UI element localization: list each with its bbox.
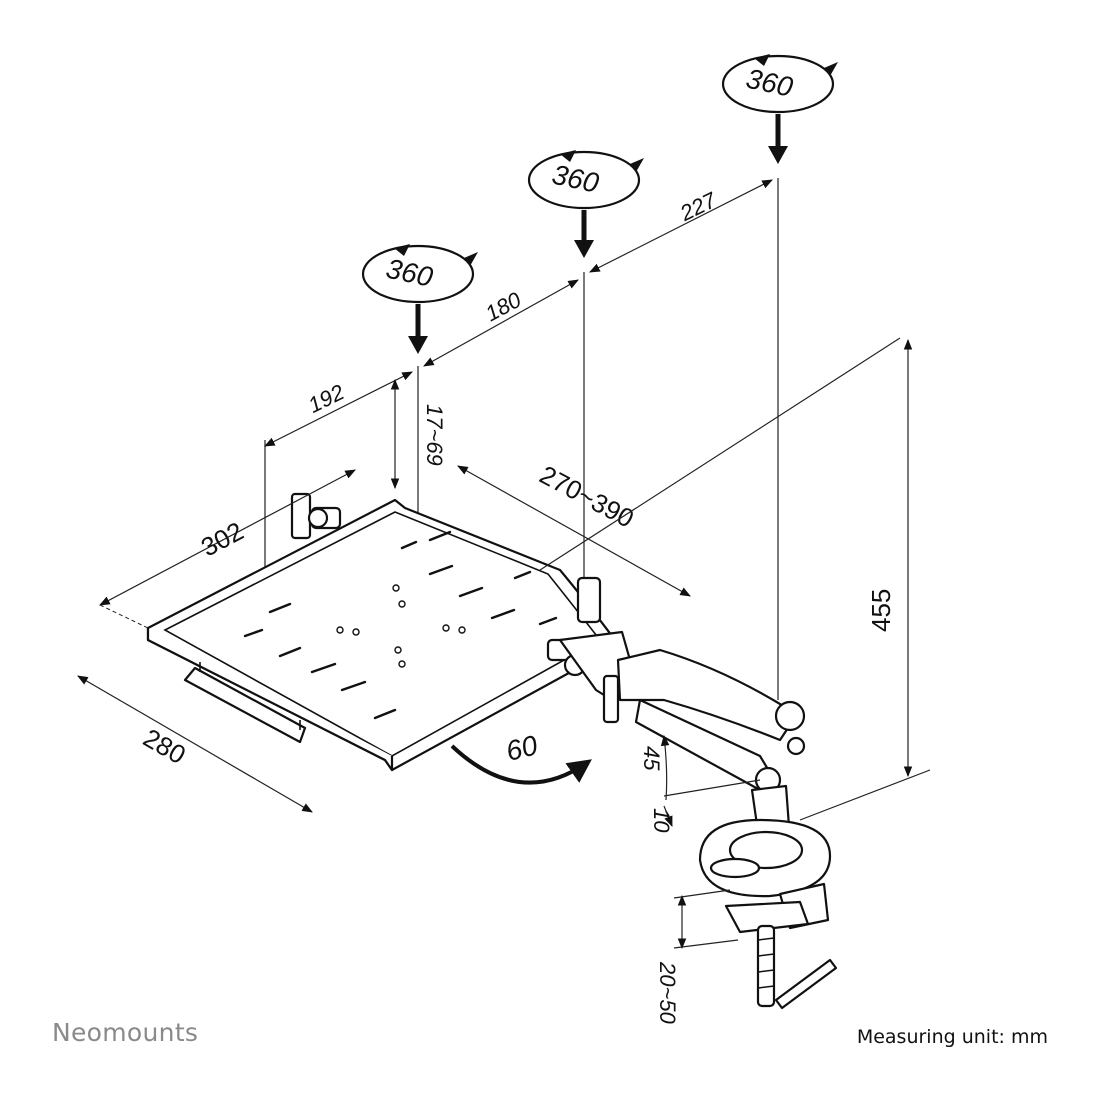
down-arrow-icon: [768, 114, 788, 164]
arm-dimension-line: [264, 179, 773, 447]
tray-width-label: 280: [138, 722, 191, 770]
rotation-label-2: 360: [549, 159, 602, 199]
brand-logo: Neomounts: [52, 1018, 199, 1047]
height-adjust-label: 17~69: [422, 404, 447, 466]
rotation-symbol-2: 360: [527, 150, 644, 258]
tray-width-range-dimension: [457, 465, 691, 597]
tray-width-dimension: [77, 675, 313, 813]
rotation-symbol-1: 360: [361, 244, 478, 354]
rotation-symbol-3: 360: [721, 54, 838, 164]
tilt-down-label: 10: [649, 808, 674, 833]
down-arrow-icon: [408, 304, 428, 354]
rotation-label-1: 360: [383, 253, 436, 293]
tilt-up-label: 45: [639, 746, 664, 771]
down-arrow-icon: [574, 210, 594, 258]
total-height-label: 455: [866, 589, 896, 632]
arm-segment-3-label: 227: [675, 187, 721, 226]
clamp-range-dimension: [673, 889, 739, 950]
arm-segment-1-label: 192: [304, 379, 348, 418]
arm-tilt-dimension: [660, 734, 761, 828]
rotation-arrow-icon: [361, 244, 478, 304]
total-height-dimension: [539, 337, 931, 821]
tilt-label: 60: [503, 729, 541, 767]
rotation-label-3: 360: [743, 63, 796, 103]
tray-holes: [336, 584, 466, 668]
desk-clamp: [698, 818, 838, 1010]
tray-depth-label: 302: [196, 516, 248, 563]
measuring-unit-note: Measuring unit: mm: [856, 1026, 1048, 1048]
tray-width-range-label: 270~390: [535, 459, 639, 533]
tray-depth-dimension: [99, 469, 356, 629]
clamp-range-label: 20~50: [655, 961, 680, 1025]
arm-segment-2-label: 180: [481, 287, 526, 327]
tilt-arrow-icon: [450, 744, 592, 785]
mount-arm: [558, 630, 806, 848]
rotation-arrow-icon: [721, 54, 838, 114]
